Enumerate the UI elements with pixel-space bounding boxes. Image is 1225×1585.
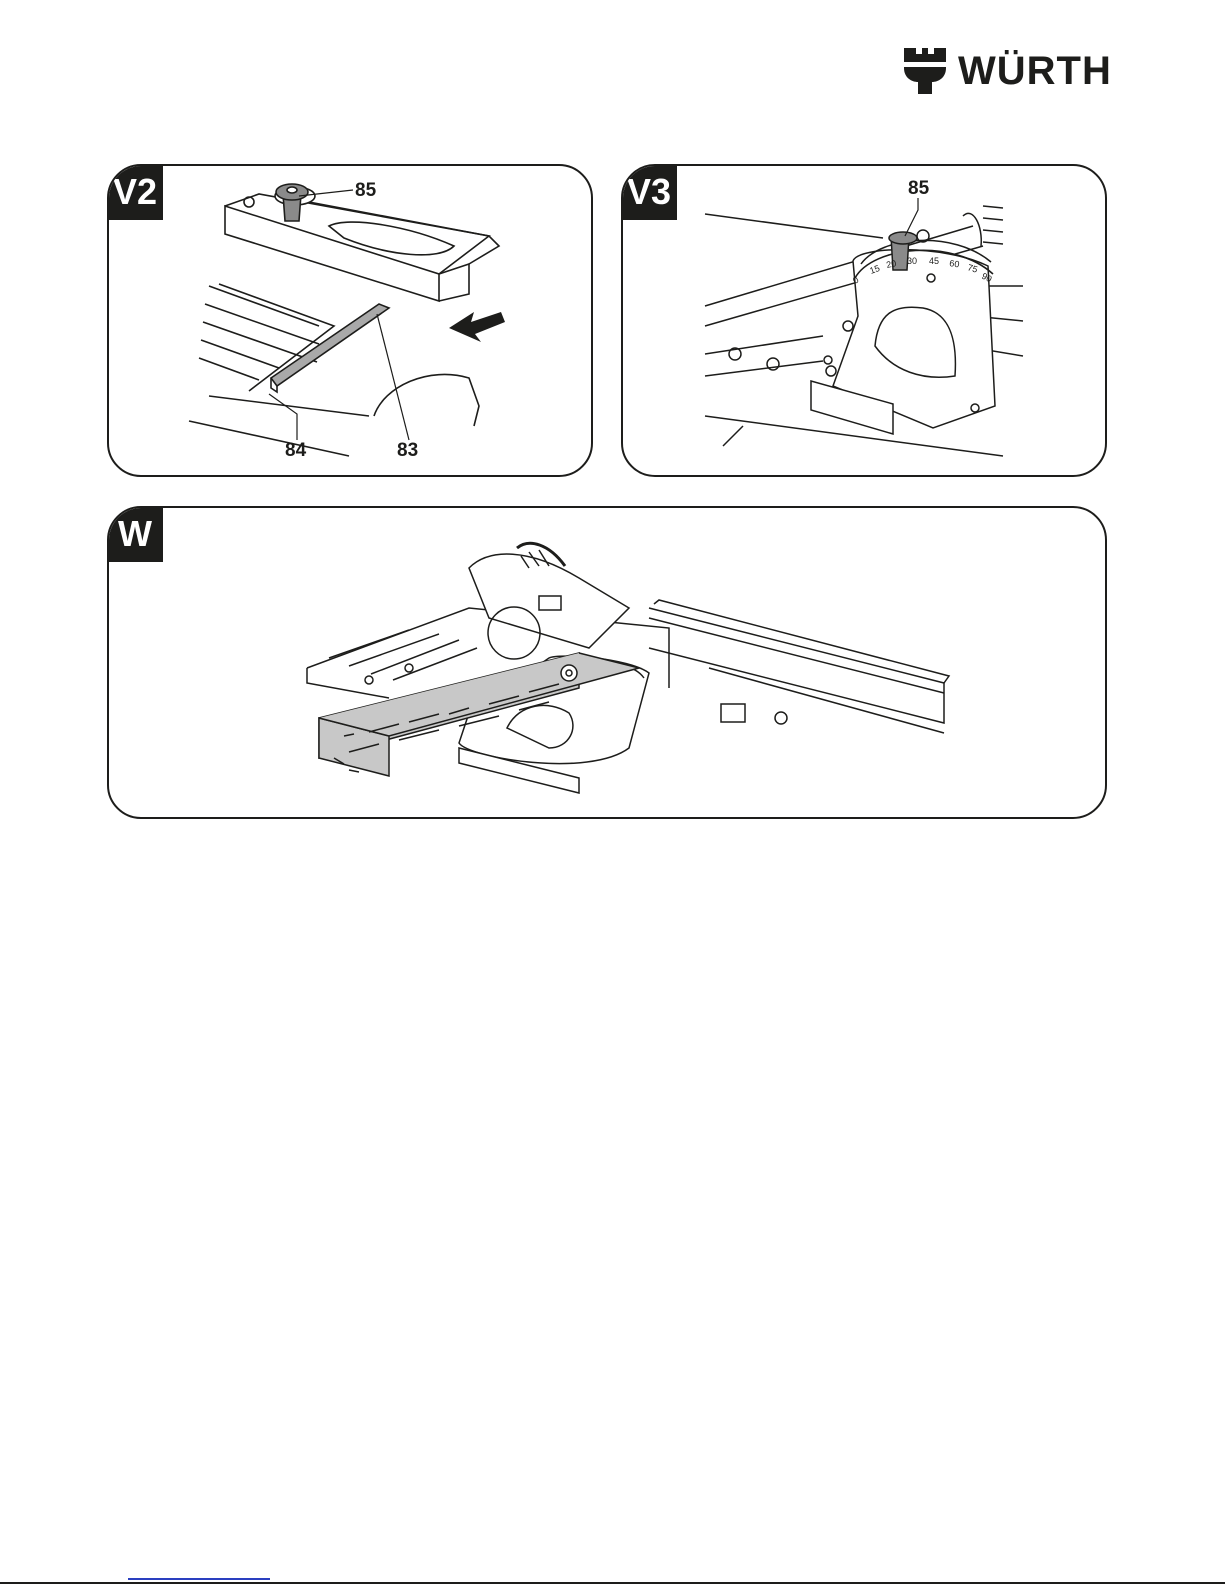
scale-tick-60: 60 <box>949 258 960 269</box>
callout-83: 83 <box>397 440 418 462</box>
callout-85: 85 <box>355 180 376 202</box>
scale-tick-30: 30 <box>907 256 917 266</box>
push-arrow-icon <box>449 312 505 342</box>
wurth-logo-icon <box>902 46 948 96</box>
footer-link-underline[interactable] <box>128 1578 270 1580</box>
brand-name: WÜRTH <box>958 48 1112 94</box>
scale-tick-20: 20 <box>885 258 897 270</box>
figure-panel-w: W <box>107 506 1107 819</box>
scale-tick-45: 45 <box>929 256 939 266</box>
callout-85: 85 <box>908 178 929 200</box>
figure-panel-v2: V2 <box>107 164 593 477</box>
figure-panel-v3: V3 0 <box>621 164 1107 477</box>
callout-84: 84 <box>285 440 306 462</box>
footer-rule <box>0 1582 1225 1584</box>
brand-logo: WÜRTH <box>902 46 1122 96</box>
workpiece-cut-illustration <box>109 508 1105 817</box>
fence-extension-illustration <box>109 166 591 475</box>
miter-gauge-illustration: 0 15 20 30 45 60 75 90 <box>623 166 1105 475</box>
